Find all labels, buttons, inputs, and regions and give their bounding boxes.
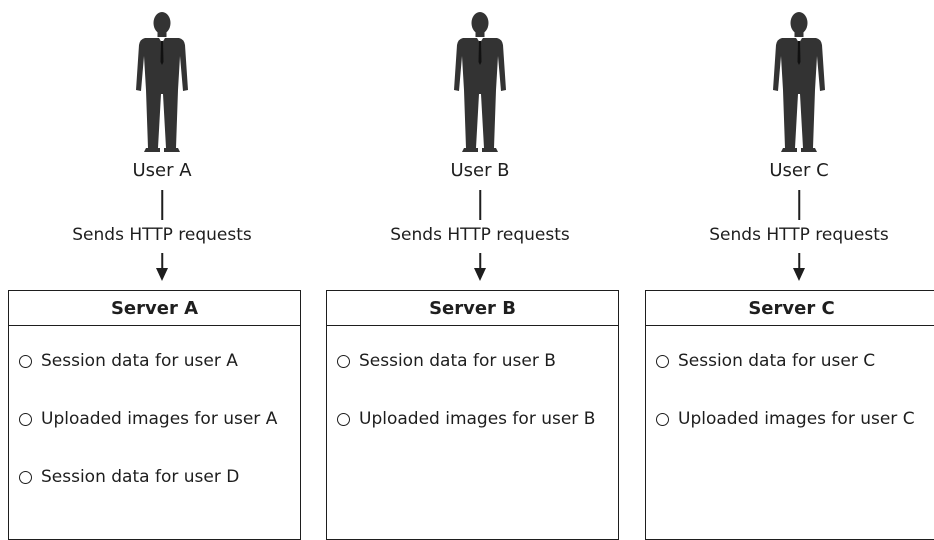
list-item: Uploaded images for user C (656, 409, 934, 429)
server-items: Session data for user B Uploaded images … (327, 351, 618, 429)
arrow-shaft (798, 253, 800, 271)
arrow-down-icon (156, 268, 168, 281)
list-item-text: Session data for user C (678, 351, 876, 371)
connector-line (161, 190, 163, 220)
user-label: User A (132, 160, 192, 181)
server-title: Server B (327, 291, 618, 326)
connector-line (479, 190, 481, 220)
list-item-text: Uploaded images for user B (359, 409, 596, 429)
circle-bullet-icon (19, 412, 32, 426)
list-item-text: Uploaded images for user A (41, 409, 278, 429)
server-box: Server A Session data for user A Uploade… (8, 290, 301, 540)
user-label: User C (769, 160, 829, 181)
request-label: Sends HTTP requests (390, 225, 570, 245)
arrow-shaft (161, 253, 163, 271)
circle-bullet-icon (337, 354, 350, 368)
circle-bullet-icon (656, 412, 669, 426)
list-item-text: Uploaded images for user C (678, 409, 915, 429)
list-item-text: Session data for user D (41, 467, 240, 487)
arrow-shaft (479, 253, 481, 271)
request-label: Sends HTTP requests (72, 225, 252, 245)
list-item: Session data for user A (19, 351, 300, 371)
request-label: Sends HTTP requests (709, 225, 889, 245)
list-item: Uploaded images for user A (19, 409, 300, 429)
server-title: Server A (9, 291, 300, 326)
server-items: Session data for user C Uploaded images … (646, 351, 934, 429)
user-label: User B (450, 160, 510, 181)
connector-line (798, 190, 800, 220)
column-user-a: User A Sends HTTP requests Server A Sess… (8, 0, 316, 540)
person-icon (454, 12, 506, 152)
column-user-b: User B Sends HTTP requests Server B Sess… (326, 0, 634, 540)
list-item: Uploaded images for user B (337, 409, 618, 429)
circle-bullet-icon (656, 354, 669, 368)
arrow-down-icon (793, 268, 805, 281)
list-item: Session data for user B (337, 351, 618, 371)
server-box: Server B Session data for user B Uploade… (326, 290, 619, 540)
person-icon (773, 12, 825, 152)
list-item: Session data for user D (19, 467, 300, 487)
list-item: Session data for user C (656, 351, 934, 371)
list-item-text: Session data for user B (359, 351, 556, 371)
arrow-down-icon (474, 268, 486, 281)
server-title: Server C (646, 291, 934, 326)
circle-bullet-icon (19, 470, 32, 484)
server-items: Session data for user A Uploaded images … (9, 351, 300, 487)
circle-bullet-icon (19, 354, 32, 368)
person-icon (136, 12, 188, 152)
list-item-text: Session data for user A (41, 351, 238, 371)
server-box: Server C Session data for user C Uploade… (645, 290, 934, 540)
column-user-c: User C Sends HTTP requests Server C Sess… (645, 0, 934, 540)
circle-bullet-icon (337, 412, 350, 426)
